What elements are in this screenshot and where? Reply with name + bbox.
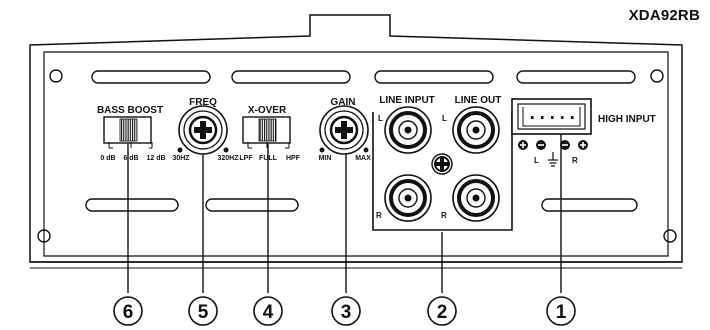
rca-jack-line-input-r: [384, 174, 432, 222]
callout-4: 4: [253, 296, 283, 326]
rca-jack-line-input-l: [384, 106, 432, 154]
bass-boost-control: BASS BOOST 0 dB 6 dB 12 dB: [97, 105, 166, 162]
vent-slot-4: [516, 70, 636, 84]
minus-icon: [536, 140, 546, 150]
line-input-r-label: R: [376, 211, 382, 220]
svg-text:4: 4: [263, 302, 274, 323]
high-input-connector: [511, 98, 592, 135]
gain-title: GAIN: [331, 97, 356, 108]
freq-min-label: 30HZ: [172, 155, 190, 162]
xover-control: X-OVER LPF FULL HPF: [239, 105, 300, 162]
high-input-title: HIGH INPUT: [598, 114, 656, 125]
ground-icon: [548, 152, 558, 167]
svg-text:1: 1: [556, 302, 567, 323]
high-input-control: HIGH INPUT L R: [511, 98, 656, 167]
line-input-title: LINE INPUT: [379, 95, 435, 106]
gain-min-label: MIN: [319, 155, 332, 162]
gain-control: GAIN MIN MAX: [319, 97, 372, 162]
rca-connector-block: LINE INPUT LINE OUT L L R R: [372, 95, 513, 231]
bass-boost-slider: [119, 118, 138, 142]
gain-max-label: MAX: [355, 155, 371, 162]
bass-boost-tick-0db: 0 dB: [100, 155, 115, 162]
svg-text:6: 6: [123, 302, 134, 323]
mount-hole-top-right: [650, 69, 664, 83]
line-out-r-label: R: [441, 211, 447, 220]
svg-text:3: 3: [341, 302, 352, 323]
callout-leaders: [127, 120, 562, 293]
line-input-l-label: L: [378, 114, 383, 123]
vent-slot-3: [374, 70, 494, 84]
xover-slider: [258, 118, 277, 142]
high-input-l-label: L: [534, 156, 539, 165]
vent-slots: [85, 70, 638, 212]
mounting-holes: [37, 69, 677, 243]
callout-5: 5: [188, 296, 218, 326]
callout-6: 6: [113, 296, 143, 326]
callout-3: 3: [331, 296, 361, 326]
bass-boost-tick-12db: 12 dB: [146, 155, 165, 162]
rca-jack-line-out-r: [452, 174, 500, 222]
amplifier-housing: [29, 14, 683, 269]
high-input-r-label: R: [572, 156, 578, 165]
bass-boost-tick-6db: 6 dB: [123, 155, 138, 162]
xover-tick-lpf: LPF: [239, 155, 253, 162]
bass-boost-title: BASS BOOST: [97, 105, 163, 116]
plus-icon: [518, 140, 528, 150]
rca-panel-outline: [372, 112, 513, 231]
model-number: XDA92RB: [628, 7, 700, 24]
vent-slot-6: [205, 198, 299, 212]
mount-hole-bottom-left: [37, 229, 51, 243]
minus-icon: [560, 140, 570, 150]
vent-slot-5: [85, 198, 179, 212]
plus-icon: [578, 140, 588, 150]
center-screw-icon: [431, 153, 453, 175]
xover-tick-full: FULL: [259, 155, 278, 162]
mount-hole-bottom-right: [663, 229, 677, 243]
vent-slot-1: [91, 70, 211, 84]
freq-title: FREQ: [189, 97, 217, 108]
svg-text:5: 5: [198, 302, 209, 323]
line-out-l-label: L: [442, 114, 447, 123]
freq-max-label: 320HZ: [217, 155, 239, 162]
freq-control: FREQ 30HZ 320HZ: [172, 97, 239, 162]
xover-tick-hpf: HPF: [286, 155, 301, 162]
svg-text:2: 2: [437, 302, 448, 323]
mount-hole-top-left: [49, 69, 63, 83]
line-out-title: LINE OUT: [455, 95, 502, 106]
vent-slot-2: [231, 70, 351, 84]
callout-2: 2: [427, 296, 457, 326]
xover-title: X-OVER: [248, 105, 287, 116]
vent-slot-7: [541, 198, 638, 212]
callouts: 6 5 4 3 2 1: [113, 296, 576, 326]
rca-jack-line-out-l: [452, 106, 500, 154]
callout-1: 1: [546, 296, 576, 326]
